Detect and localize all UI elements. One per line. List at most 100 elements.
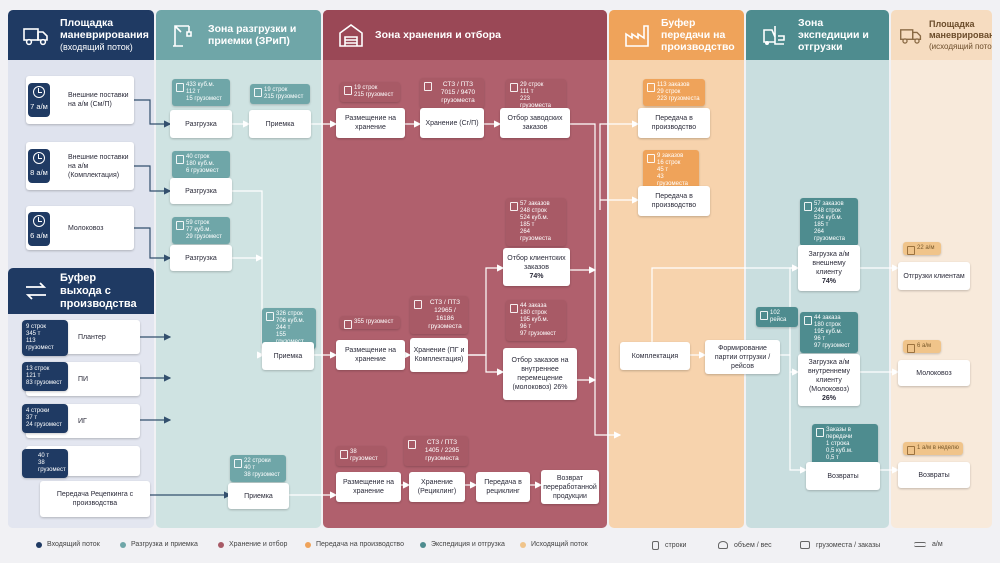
recv-tag-3: 40 строк 180 куб.м. 6 грузомест (172, 151, 230, 178)
receiving-zone-title: Зона разгрузки и приемки (ЗРиП) (208, 23, 297, 47)
recycle-transfer-node[interactable]: Передача в рециклинг (476, 472, 530, 502)
out-milk-node[interactable]: Молоковоз (898, 360, 970, 386)
out-tag-2: 6 а/м (903, 340, 941, 353)
transfer-arrows-icon (25, 282, 47, 300)
stor-tag-3: 29 строк 111 т 223 грузоместа (506, 79, 566, 113)
exit-item-stats-2: 13 строк 121 т 83 грузомест (22, 362, 68, 391)
crane-icon (173, 25, 192, 47)
delivery-time-badge-3: 6 а/м (28, 212, 50, 246)
pick-internal-node[interactable]: Отбор заказов на внутреннее перемещение … (503, 348, 577, 400)
exit-buffer-header: Буфер выхода с производства (8, 268, 154, 314)
placement-node-2[interactable]: Размещение на хранение (336, 340, 405, 370)
stor-tag-4: 57 заказов 248 строк 524 куб.м. 185 т 26… (506, 198, 566, 246)
prod-tag-1: 113 заказов 29 строк 223 грузоместа (643, 79, 705, 106)
accept-node-3[interactable]: Приемка (228, 483, 289, 509)
outbound-zone-title: Площадка маневрирования(исходящий поток) (929, 18, 992, 51)
out-tag-1: 22 а/м (903, 242, 941, 255)
forklift-icon (763, 26, 785, 45)
storage-rec-node[interactable]: Хранение (Рециклинг) (409, 472, 465, 502)
ship-tag-trips: 102 рейса (756, 307, 798, 327)
delivery-label-1: Внешние поставки на а/м (См/П) (68, 92, 129, 108)
legend-places: грузоместа / заказы (800, 541, 880, 549)
legend-outbound: Исходящий поток (520, 541, 588, 548)
placement-node-3[interactable]: Размещение на хранение (336, 472, 401, 502)
shipping-zone-title: Зона экспедиции и отгрузки (798, 17, 869, 53)
ship-tag-3: Заказы в передачи 1 строка 0,5 куб.м. 0,… (812, 424, 878, 465)
legend-volume: объем / вес (718, 541, 772, 549)
stor-tag-1: 19 строк 215 грузомест (340, 82, 400, 102)
truck-legend-icon (914, 542, 926, 547)
exit-item-stats-1: 9 строк 345 т 113 грузомест (22, 320, 68, 356)
out-clients-node[interactable]: Отгрузки клиентам (898, 262, 970, 290)
delivery-label-2: Внешние поставки на а/м (Комплектация) (68, 153, 129, 179)
inbound-zone-title: Площадка маневрирования(входящий поток) (60, 17, 149, 52)
storage-zone-header: Зона хранения и отбора (323, 10, 607, 60)
recycling-transfer-card[interactable]: Передача Рецепкинга с производства (40, 481, 150, 517)
unload-node-1[interactable]: Разгрузка (170, 110, 232, 138)
stor-tag-5: 355 грузомест (340, 316, 400, 329)
unload-node-2[interactable]: Разгрузка (170, 178, 232, 204)
recv-tag-1: 433 куб.м. 112 т 15 грузомест (172, 79, 230, 106)
storage-pk-node[interactable]: Хранение (ПГ и Комплектация) (410, 338, 468, 372)
pick-factory-node[interactable]: Отбор заводских заказов (500, 108, 570, 138)
storage-sp-node[interactable]: Хранение (Сг/П) (420, 108, 484, 138)
legend-dot (420, 541, 426, 548)
accept-node-1[interactable]: Приемка (249, 110, 311, 138)
ship-tag-1: 57 заказов 248 строк 524 куб.м. 185 т 26… (800, 198, 858, 246)
prod-tag-2: 9 заказов 16 строк 45 т 43 грузоместа (643, 150, 699, 191)
box-icon (800, 541, 810, 549)
warehouse-icon (339, 24, 363, 47)
return-product-node[interactable]: Возврат переработанной продукции (541, 470, 599, 504)
weight-icon (718, 541, 728, 549)
delivery-time-badge-1: 7 а/м (28, 83, 50, 117)
receiving-zone-header: Зона разгрузки и приемки (ЗРиП) (156, 10, 321, 60)
batch-node[interactable]: Формирование партии отгрузки / рейсов (705, 340, 780, 374)
to-production-node-1[interactable]: Передача в производство (638, 108, 710, 138)
legend-dot (520, 541, 526, 548)
stor-tag-8: 38 грузомест (336, 446, 386, 466)
out-returns-node[interactable]: Возвраты (898, 462, 970, 488)
legend-rows: строки (652, 541, 686, 550)
placement-node-1[interactable]: Размещение на хранение (336, 108, 405, 138)
kit-node[interactable]: Комплектация (620, 342, 690, 370)
shipping-zone-header: Зона экспедиции и отгрузки (746, 10, 889, 60)
clock-icon (33, 152, 45, 164)
clock-icon (33, 215, 45, 227)
legend-dot (218, 541, 224, 548)
delivery-time-badge-2: 8 а/м (28, 149, 50, 183)
legend-dot (305, 541, 311, 548)
truck-icon (23, 28, 48, 46)
recv-tag-4: 59 строк 77 куб.м. 29 грузомест (172, 217, 230, 244)
legend-inbound: Входящий поток (36, 541, 100, 548)
exit-item-stats-3: 4 строки 37 т 24 грузомест (22, 404, 68, 433)
returns-node[interactable]: Возвраты (806, 462, 880, 490)
delivery-label-3: Молоковоз (68, 224, 104, 232)
stor-tag-9: СТЗ / ПТЗ 1405 / 2295 грузоместа (404, 436, 468, 466)
factory-icon (625, 25, 649, 47)
ship-tag-2: 44 заказа 180 строк 195 куб.м. 96 т 97 г… (800, 312, 858, 353)
stor-tag-2: СТЗ / ПТЗ 7015 / 9470 грузоместа (420, 78, 484, 108)
exit-buffer-title: Буфер выхода с производства (60, 271, 137, 310)
exit-buffer-zone: Буфер выхода с производства (8, 268, 154, 528)
inbound-zone-header: Площадка маневрирования(входящий поток) (8, 10, 154, 60)
load-internal-node[interactable]: Загрузка а/м внутреннему клиенту (Молоко… (798, 354, 860, 406)
document-icon (652, 541, 659, 550)
legend-shipping: Экспедиция и отгрузка (420, 541, 505, 548)
legend-storage: Хранение и отбор (218, 541, 287, 548)
accept-node-2[interactable]: Приемка (262, 342, 314, 370)
unload-node-3[interactable]: Разгрузка (170, 245, 232, 271)
clock-icon (33, 86, 45, 98)
production-zone-title: Буфер передачи на производство (661, 17, 735, 53)
legend-dot (36, 541, 42, 548)
outbound-zone-header: Площадка маневрирования(исходящий поток) (891, 10, 992, 60)
legend-receiving: Разгрузка и приемка (120, 541, 198, 548)
stor-tag-6: СТЗ / ПТЗ 12965 / 16186 грузоместа (410, 296, 468, 334)
production-zone-header: Буфер передачи на производство (609, 10, 744, 60)
to-production-node-2[interactable]: Передача в производство (638, 186, 710, 216)
legend-dot (120, 541, 126, 548)
legend-production: Передача на производство (305, 541, 404, 548)
recv-tag-6: 22 строки 40 т 38 грузомест (230, 455, 286, 482)
exit-item-stats-4: 40 т 38 грузомест (22, 449, 68, 478)
